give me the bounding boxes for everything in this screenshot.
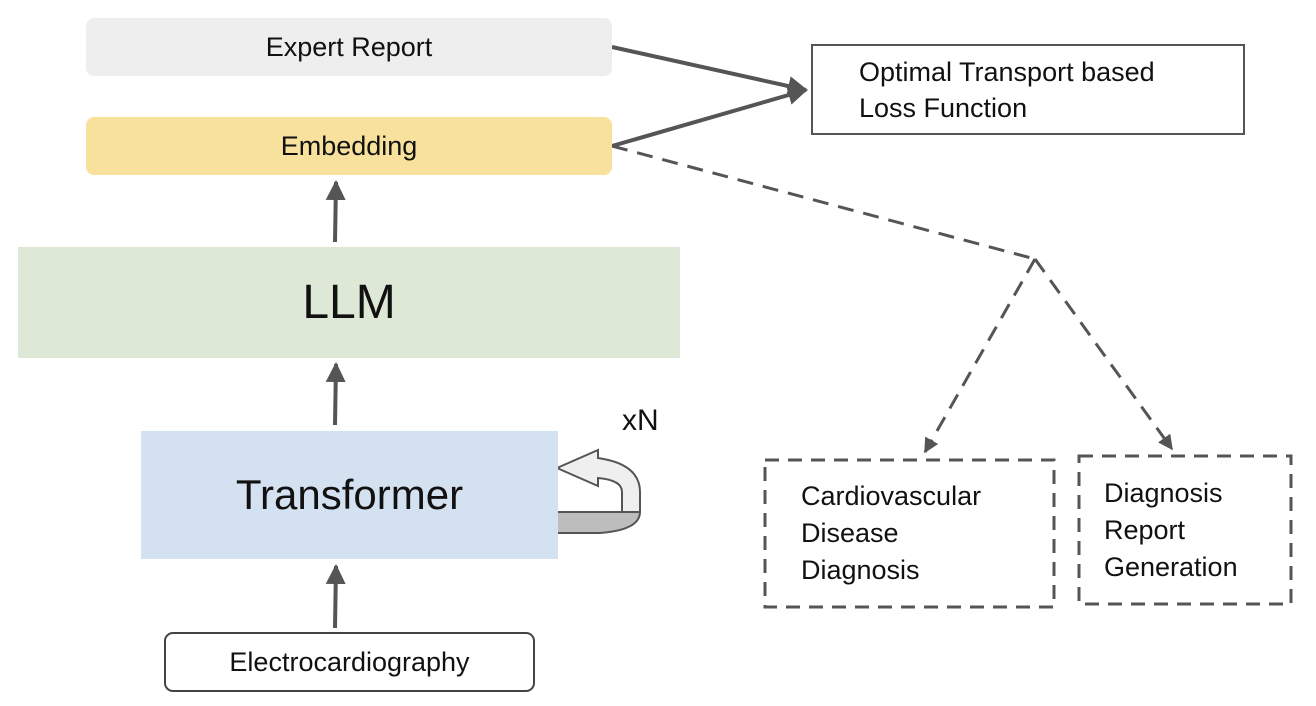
- report-task-box: Diagnosis Report Generation: [1078, 455, 1292, 605]
- report-line-3: Generation: [1104, 551, 1238, 582]
- loss-line-2: Loss Function: [859, 92, 1028, 123]
- loss-function-box: Optimal Transport based Loss Function: [811, 44, 1245, 135]
- diagnosis-line-3: Diagnosis: [801, 555, 920, 585]
- arrow-transformer-to-llm: [325, 362, 346, 426]
- expert-report-box: Expert Report: [86, 18, 612, 76]
- loop-arrow-icon: [554, 448, 642, 534]
- llm-box: LLM: [18, 247, 680, 358]
- embedding-label: Embedding: [280, 130, 418, 161]
- repeat-label: xN: [622, 404, 659, 437]
- arrow-expert-to-loss: [611, 45, 808, 96]
- dashed-branch-to-diagnosis: [923, 258, 1037, 454]
- embedding-box: Embedding: [86, 117, 612, 175]
- arrow-embedding-to-loss: [611, 85, 808, 148]
- diagnosis-task-box: Cardiovascular Disease Diagnosis: [764, 459, 1055, 608]
- arrow-ecg-to-transformer: [325, 564, 346, 629]
- loss-line-1: Optimal Transport based: [859, 56, 1155, 87]
- transformer-label: Transformer: [235, 471, 464, 518]
- transformer-box: Transformer: [141, 431, 558, 559]
- ecg-label: Electrocardiography: [229, 646, 470, 677]
- report-line-2: Report: [1104, 514, 1186, 545]
- llm-label: LLM: [302, 276, 396, 329]
- expert-report-label: Expert Report: [265, 31, 433, 62]
- dashed-branch-to-report: [1033, 258, 1174, 451]
- diagnosis-line-1: Cardiovascular: [801, 481, 982, 511]
- arrow-llm-to-embedding: [325, 180, 346, 243]
- ecg-input-box: Electrocardiography: [164, 632, 535, 692]
- dashed-embedding-to-branch: [611, 144, 1036, 261]
- report-line-1: Diagnosis: [1104, 477, 1223, 508]
- report-box-border: [1077, 454, 1293, 606]
- diagnosis-box-border: [763, 458, 1056, 609]
- diagnosis-line-2: Disease: [801, 518, 899, 548]
